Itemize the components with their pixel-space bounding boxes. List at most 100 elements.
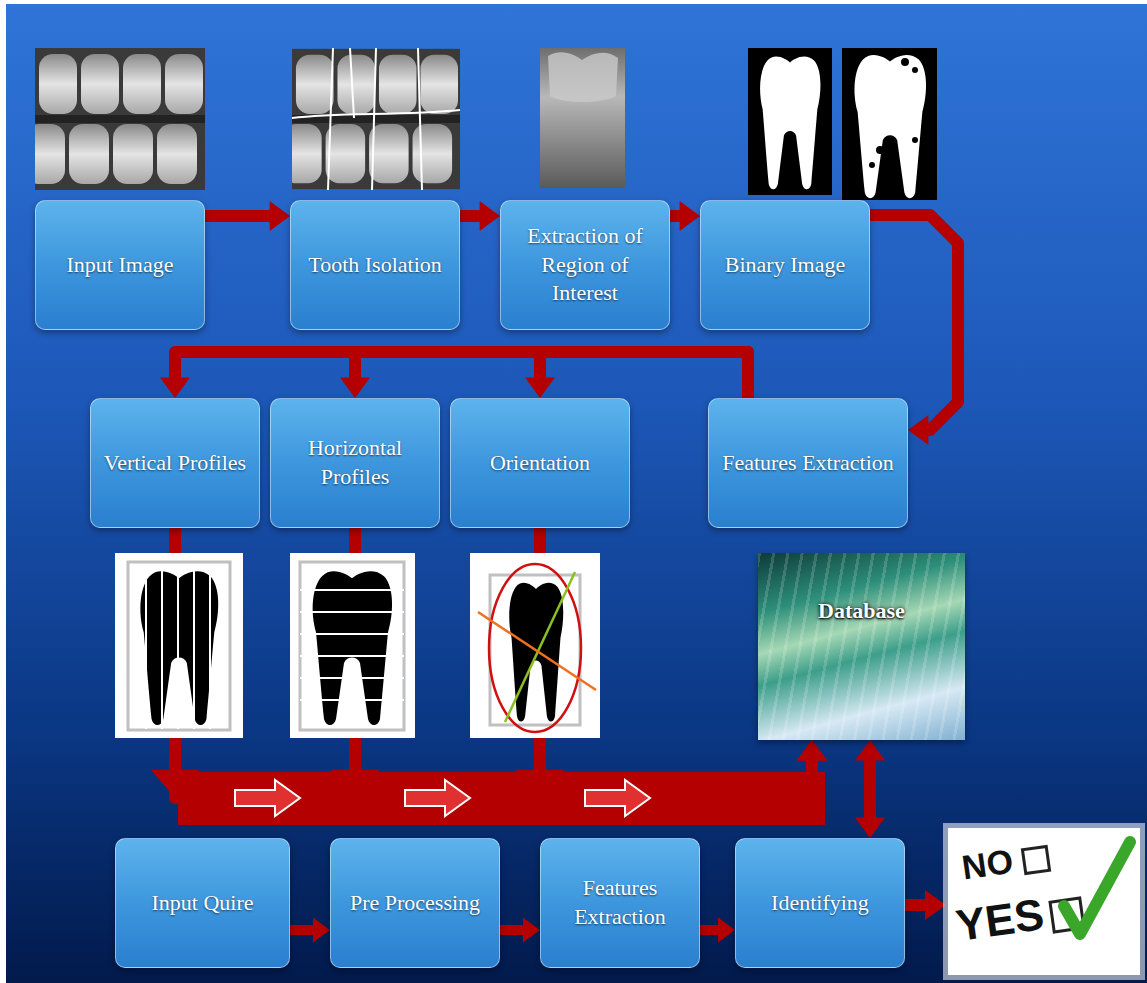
- connector-line: [540, 352, 748, 398]
- arrow-head: [797, 740, 827, 760]
- horizontal-profile-figure: [300, 562, 404, 730]
- connector-arrow: [500, 918, 540, 943]
- process-box: Features Extraction: [708, 398, 908, 528]
- binary-image: [748, 48, 832, 195]
- flow-chevron: [235, 780, 650, 816]
- binary-image: [842, 48, 937, 200]
- process-box: Orientation: [450, 398, 630, 528]
- binary-image: [912, 67, 918, 73]
- connector-arrow: [870, 215, 958, 445]
- orientation-figure: [505, 572, 575, 722]
- roi-image: [548, 52, 618, 102]
- arrow-head: [270, 201, 290, 231]
- roi-image: [540, 48, 625, 188]
- connector-line: [870, 215, 958, 430]
- yes-no-panel: [1022, 846, 1049, 873]
- box-label: Features Extraction: [553, 874, 687, 931]
- database-image: Database: [758, 553, 965, 740]
- box-label: Input Quire: [151, 889, 253, 918]
- binary-image: [869, 162, 875, 168]
- connector-arrow: [205, 201, 290, 231]
- arrow-head: [855, 740, 885, 760]
- collector-bar: [178, 772, 825, 825]
- arrow-head: [797, 740, 827, 760]
- process-box: Vertical Profiles: [90, 398, 260, 528]
- binary-image: [855, 55, 927, 198]
- xray-isolated-image: [282, 48, 460, 190]
- process-box: Horizontal Profiles: [270, 398, 440, 528]
- horizontal-profile-figure: [313, 571, 392, 725]
- connector-line: [205, 210, 271, 222]
- connector-arrow: [460, 201, 500, 231]
- binary-image: [901, 58, 909, 66]
- connector-line: [460, 210, 481, 222]
- connector-arrow: [855, 740, 885, 838]
- yes-no-panel: [1064, 842, 1130, 934]
- connector-arrow: [355, 528, 827, 798]
- arrow-head: [797, 740, 827, 760]
- box-label: Input Image: [67, 251, 174, 280]
- connector-line: [670, 210, 681, 222]
- orientation-figure: [470, 553, 600, 738]
- connector-line: [864, 759, 876, 818]
- arrow-head: [480, 201, 500, 231]
- connector-line: [500, 925, 524, 935]
- collector-bar: [331, 770, 379, 798]
- orientation-figure: [489, 564, 581, 732]
- process-box: Input Image: [35, 200, 205, 330]
- connector-arrow: [340, 352, 748, 398]
- flow-chevron: [585, 780, 650, 816]
- connector-line: [175, 528, 812, 798]
- collector-bar: [151, 770, 825, 825]
- binary-image: [912, 137, 918, 143]
- roi-image: [540, 48, 625, 188]
- binary-image: [748, 48, 937, 200]
- box-label: Database: [818, 597, 905, 626]
- box-label: Extraction of Region of Interest: [513, 222, 657, 308]
- process-box: Identifying: [735, 838, 905, 968]
- orientation-figure: [478, 612, 596, 690]
- xray-isolated-image: [328, 48, 422, 190]
- result-arrow: [905, 890, 946, 920]
- arrow-head: [340, 378, 370, 398]
- flow-chevron: [235, 780, 300, 816]
- horizontal-profile-figure: [290, 553, 415, 738]
- box-label: Features Extraction: [722, 449, 894, 478]
- process-box: Features Extraction: [540, 838, 700, 968]
- yes-no-panel: [948, 828, 1140, 975]
- vertical-profile-figure: [115, 553, 243, 738]
- horizontal-profile-figure: [290, 553, 415, 738]
- box-label: Tooth Isolation: [308, 251, 442, 280]
- arrow-head: [718, 918, 735, 943]
- collector-bar: [151, 770, 199, 798]
- process-box: Binary Image: [700, 200, 870, 330]
- xray-image: [25, 48, 205, 190]
- binary-image: [760, 57, 820, 190]
- binary-image: [876, 146, 884, 154]
- collector-bar: [516, 770, 564, 798]
- vertical-profile-figure: [146, 566, 210, 729]
- arrow-head: [525, 378, 555, 398]
- xray-isolated-image: [292, 110, 460, 118]
- xray-image: [25, 48, 205, 190]
- box-label: Binary Image: [725, 251, 845, 280]
- yes-no-panel: [946, 826, 1142, 977]
- box-label: Vertical Profiles: [104, 449, 246, 478]
- xray-isolated-image: [282, 49, 460, 189]
- arrow-head: [855, 818, 885, 838]
- flow-chevron: [405, 780, 470, 816]
- connector-arrow: [160, 352, 748, 398]
- connector-arrow: [670, 201, 700, 231]
- process-box: Extraction of Region of Interest: [500, 200, 670, 330]
- process-box: Pre Processing: [330, 838, 500, 968]
- yes-no-panel: [946, 826, 1142, 977]
- vertical-profile-figure: [115, 553, 243, 738]
- arrow-head: [523, 918, 540, 943]
- box-label: Horizontal Profiles: [283, 434, 427, 491]
- horizontal-profile-figure: [300, 590, 404, 700]
- result-arrow: [925, 890, 946, 920]
- box-label: Pre Processing: [350, 889, 480, 918]
- vertical-profile-figure: [128, 562, 230, 730]
- connector-arrow: [175, 528, 827, 798]
- process-box: Input Quire: [115, 838, 290, 968]
